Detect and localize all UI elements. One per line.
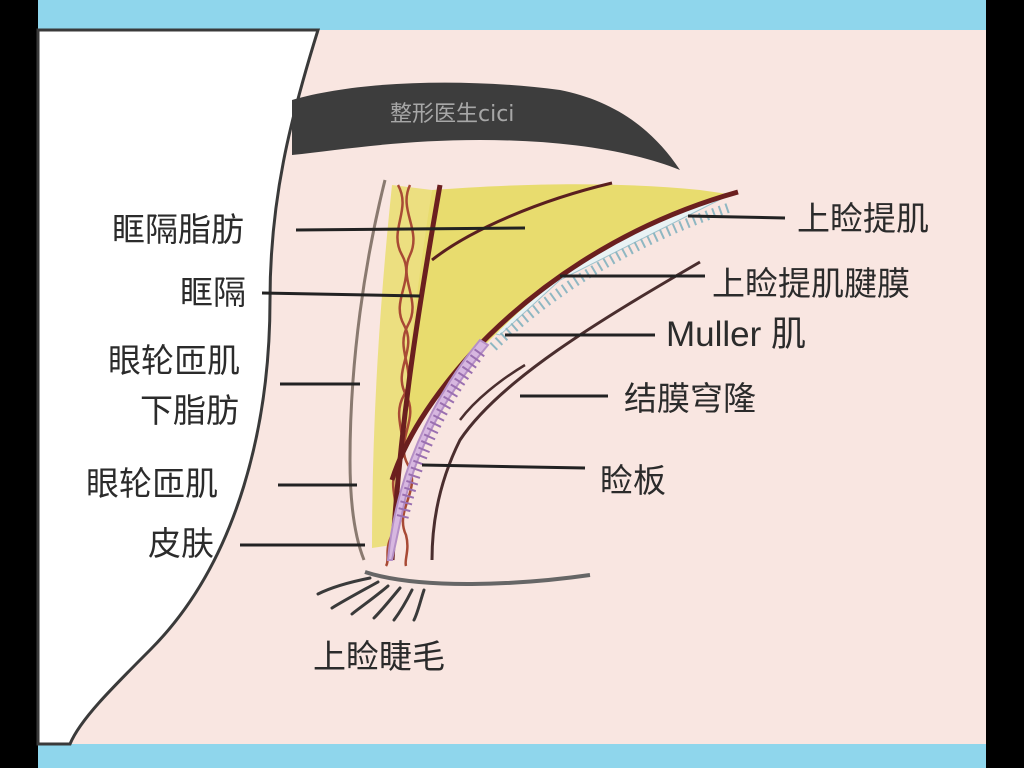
septum-upper-line: [431, 181, 613, 262]
tarsus-band: [386, 338, 490, 561]
muller-hatching: [486, 203, 730, 354]
leader-lines: [240, 214, 786, 547]
top-frame-band: [38, 0, 986, 30]
label-sub-orbicularis-fat-line2: 下脂肪: [140, 391, 239, 430]
label-skin: 皮肤: [148, 524, 214, 563]
conjunctiva-fornix-loop: [459, 363, 526, 421]
conjunctiva-line-outer: [430, 260, 701, 561]
levator-aponeurosis-line: [389, 189, 739, 481]
leader-orbital-septum: [261, 291, 421, 298]
skin-line: [348, 179, 387, 561]
label-orbital-septum-fat: 眶隔脂肪: [112, 210, 244, 249]
orbital-septum-line: [389, 184, 443, 561]
sub-orbicularis-fat-strip: [372, 185, 432, 548]
label-levator-aponeurosis: 上睑提肌腱膜: [712, 264, 910, 303]
label-upper-eyelashes: 上睑睫毛: [313, 637, 445, 676]
lid-margin-line: [364, 570, 591, 586]
bottom-frame-band: [38, 744, 986, 768]
leader-tarsus: [421, 463, 586, 470]
label-muller-muscle: Muller 肌: [666, 315, 807, 354]
orbital-fat-region: [392, 184, 735, 480]
face-profile: [36, 28, 321, 746]
label-conjunctival-fornix: 结膜穹隆: [624, 379, 756, 418]
label-levator-muscle: 上睑提肌: [797, 199, 929, 238]
eyebrow-shape: [292, 82, 680, 170]
watermark-text: 整形医生cici: [390, 102, 515, 127]
leader-levator: [687, 214, 786, 220]
leader-orbital-septum-fat: [295, 226, 526, 232]
tarsus-hatching: [396, 348, 485, 522]
label-orbital-septum: 眶隔: [180, 273, 246, 312]
eyelashes: [316, 576, 426, 622]
label-sub-orbicularis-fat-line1: 眼轮匝肌: [108, 341, 240, 380]
label-orbicularis-muscle: 眼轮匝肌: [86, 464, 218, 503]
label-tarsus: 睑板: [600, 461, 666, 500]
